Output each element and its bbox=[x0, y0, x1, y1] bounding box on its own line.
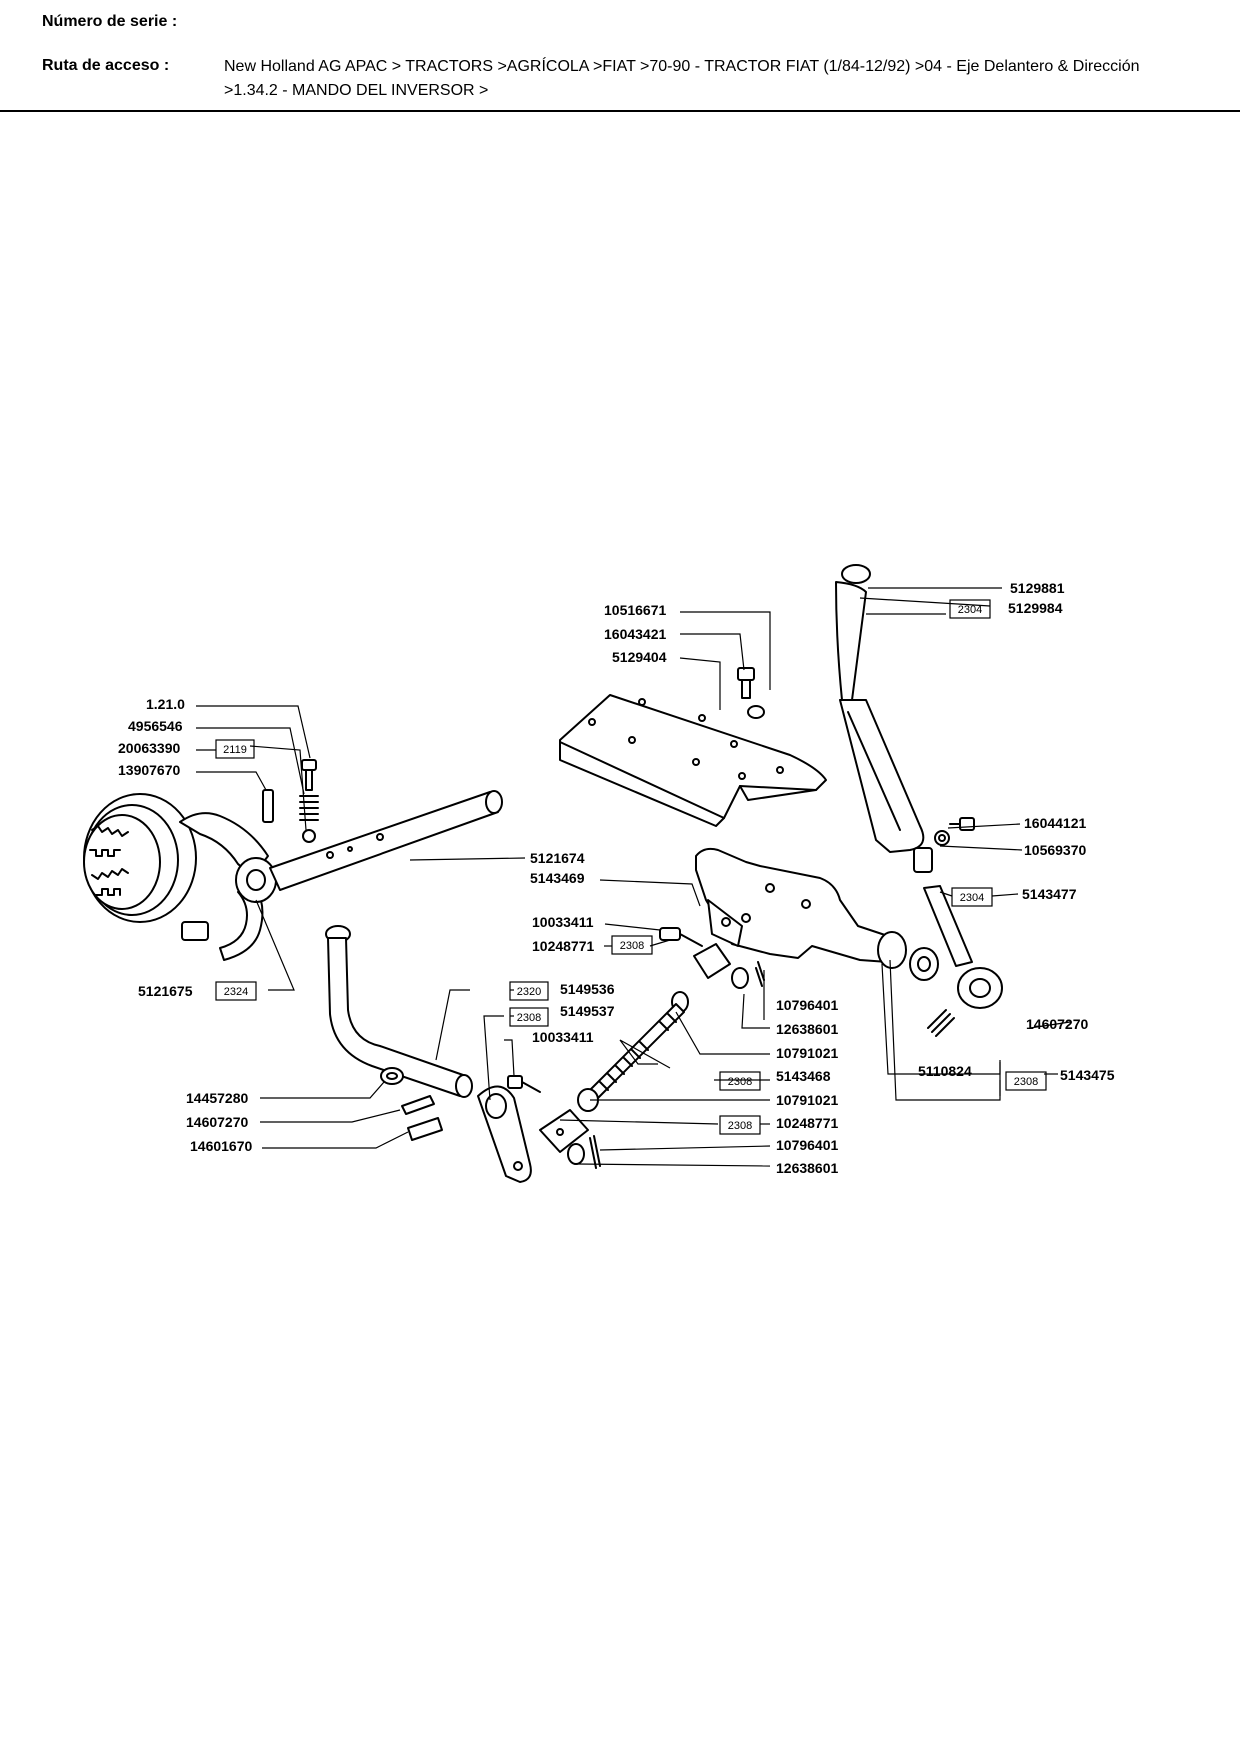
cover-plate bbox=[559, 694, 827, 827]
part-label-5129881: 5129881 bbox=[1010, 580, 1065, 596]
reverser-lever bbox=[835, 564, 933, 873]
part-label-14601670: 14601670 bbox=[190, 1138, 253, 1154]
part-label-5143468: 5143468 bbox=[776, 1068, 831, 1084]
ref-box-2324: 2324 bbox=[224, 986, 248, 998]
part-label-10569370: 10569370 bbox=[1024, 842, 1087, 858]
ref-box-2308-rod: 2308 bbox=[728, 1076, 752, 1088]
clevis-lower bbox=[539, 1109, 601, 1169]
shift-fork bbox=[179, 812, 277, 961]
small-hardware-left bbox=[380, 1067, 443, 1141]
lever-screw bbox=[934, 817, 975, 846]
part-label-5129984: 5129984 bbox=[1008, 600, 1063, 616]
part-label-5129404: 5129404 bbox=[612, 649, 667, 665]
ref-box-2308-pin: 2308 bbox=[620, 940, 644, 952]
header-divider bbox=[0, 110, 1240, 112]
part-label-12638601-upper: 12638601 bbox=[776, 1021, 839, 1037]
part-label-5110824: 5110824 bbox=[918, 1063, 972, 1079]
part-label-10791021-upper: 10791021 bbox=[776, 1045, 839, 1061]
access-path-breadcrumb: New Holland AG APAC > TRACTORS >AGRÍCOLA… bbox=[224, 55, 1204, 103]
part-label-10033411-lower: 10033411 bbox=[532, 1029, 594, 1045]
part-label-10248771-upper: 10248771 bbox=[532, 938, 595, 954]
part-label-20063390: 20063390 bbox=[118, 740, 181, 756]
part-label-5143475: 5143475 bbox=[1060, 1067, 1115, 1083]
part-label-1210: 1.21.0 bbox=[146, 696, 185, 712]
ref-box-2320: 2320 bbox=[517, 986, 541, 998]
part-labels: 5129881 5129984 10516671 16043421 512940… bbox=[118, 580, 1115, 1176]
part-label-13907670: 13907670 bbox=[118, 762, 181, 778]
lever-bracket bbox=[695, 847, 939, 981]
part-label-10516671: 10516671 bbox=[604, 602, 667, 618]
part-label-10791021-lower: 10791021 bbox=[776, 1092, 839, 1108]
ref-box-2308-arm: 2308 bbox=[517, 1012, 541, 1024]
part-label-12638601-lower: 12638601 bbox=[776, 1160, 839, 1176]
selector-shaft bbox=[269, 790, 503, 891]
ref-box-2304-shaft: 2304 bbox=[960, 892, 984, 904]
part-label-5121674: 5121674 bbox=[530, 850, 585, 866]
part-label-10796401-upper: 10796401 bbox=[776, 997, 839, 1013]
access-path-label: Ruta de acceso : bbox=[42, 57, 170, 74]
part-label-14457280: 14457280 bbox=[186, 1090, 249, 1106]
cover-bolt bbox=[737, 667, 765, 719]
ref-box-2119: 2119 bbox=[223, 744, 247, 756]
breadcrumb-line-1: New Holland AG APAC > TRACTORS >AGRÍCOLA… bbox=[224, 58, 1140, 75]
part-label-5121675: 5121675 bbox=[138, 983, 193, 999]
part-label-16043421: 16043421 bbox=[604, 626, 667, 642]
ref-box-2308-bracket: 2308 bbox=[1014, 1076, 1038, 1088]
part-label-4956546: 4956546 bbox=[128, 718, 183, 734]
part-label-5143469: 5143469 bbox=[530, 870, 585, 886]
serial-number-label: Número de serie : bbox=[42, 13, 178, 30]
detent-assembly bbox=[262, 759, 319, 843]
part-label-10796401-lower: 10796401 bbox=[776, 1137, 839, 1153]
leader-lines bbox=[196, 587, 1071, 1167]
reference-boxes: 2304 2119 2304 2308 2324 2320 2308 2308 … bbox=[215, 599, 1047, 1135]
part-label-14607270-right: 14607270 bbox=[1026, 1016, 1089, 1032]
part-label-10033411-upper: 10033411 bbox=[532, 914, 594, 930]
gear-coupling bbox=[83, 793, 197, 923]
part-label-5149537: 5149537 bbox=[560, 1003, 615, 1019]
ref-box-2308-clevis: 2308 bbox=[728, 1120, 752, 1132]
part-label-10248771-lower: 10248771 bbox=[776, 1115, 839, 1131]
ref-box-2304-lever: 2304 bbox=[958, 604, 982, 616]
part-label-14607270-left: 14607270 bbox=[186, 1114, 249, 1130]
swivel-arm bbox=[477, 1075, 541, 1183]
lower-lever bbox=[325, 925, 473, 1098]
part-label-16044121: 16044121 bbox=[1024, 815, 1087, 831]
part-label-5149536: 5149536 bbox=[560, 981, 615, 997]
threaded-rod bbox=[577, 1003, 685, 1112]
breadcrumb-line-2: >1.34.2 - MANDO DEL INVERSOR > bbox=[224, 82, 489, 99]
part-label-5143477: 5143477 bbox=[1022, 886, 1077, 902]
lever-shaft bbox=[923, 885, 1003, 1037]
